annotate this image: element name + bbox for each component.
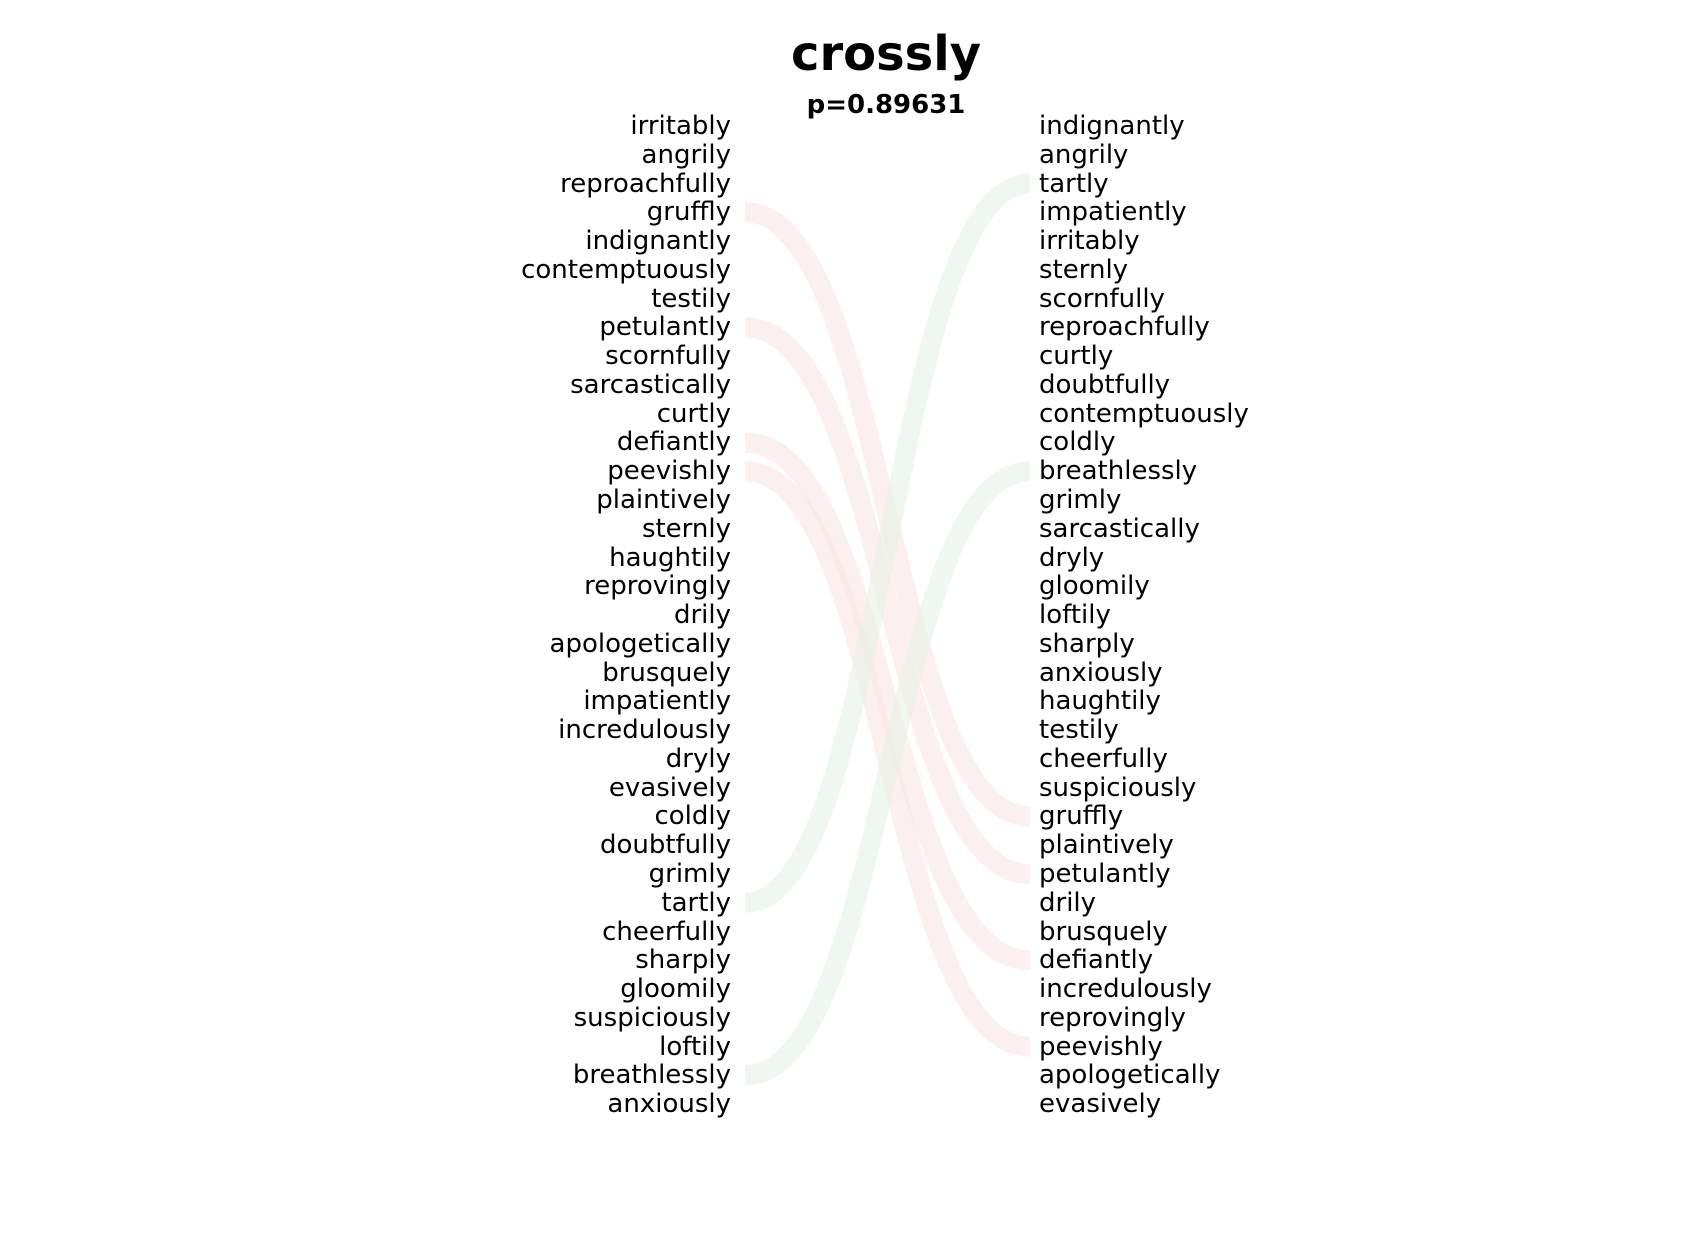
left-word-plaintively: plaintively [596,485,731,515]
right-word-petulantly: petulantly [1039,859,1171,890]
right-word-testily: testily [1039,715,1119,746]
right-word-doubtfully: doubtfully [1039,369,1171,400]
left-word-scornfully: scornfully [605,341,731,372]
left-word-sternly: sternly [641,513,731,544]
left-word-sarcastically: sarcastically [570,369,731,400]
right-word-drily: drily [1039,887,1097,918]
right-word-anxiously: anxiously [1039,657,1163,688]
right-word-coldly: coldly [1039,427,1116,458]
right-word-evasively: evasively [1039,1089,1162,1120]
left-word-gruffly: gruffly [646,197,731,228]
ribbon-defiantly [744,432,1031,971]
left-word-reproachfully: reproachfully [560,168,731,199]
left-word-coldly: coldly [654,801,731,832]
left-word-impatiently: impatiently [583,686,731,717]
left-word-contemptuously: contemptuously [521,254,731,285]
right-word-gloomily: gloomily [1039,571,1150,602]
left-word-peevishly: peevishly [607,456,731,487]
left-word-testily: testily [651,283,731,314]
right-word-reprovingly: reprovingly [1039,1002,1186,1033]
right-word-curtly: curtly [1039,341,1114,372]
left-word-drily: drily [673,600,731,631]
right-word-breathlessly: breathlessly [1039,456,1198,487]
left-word-breathlessly: breathlessly [572,1060,731,1091]
right-word-sternly: sternly [1039,254,1129,285]
left-word-suspiciously: suspiciously [573,1002,731,1033]
left-word-brusquely: brusquely [602,657,731,688]
right-word-irritably: irritably [1039,226,1140,257]
right-word-contemptuously: contemptuously [1039,398,1249,429]
right-word-defiantly: defiantly [1039,945,1154,976]
left-word-evasively: evasively [608,772,731,803]
ribbon-breathlessly [743,461,1032,1086]
left-word-incredulously: incredulously [558,715,731,746]
diagram-title: crossly [791,26,981,82]
right-word-scornfully: scornfully [1039,283,1165,314]
left-word-reprovingly: reprovingly [584,571,731,602]
right-word-cheerfully: cheerfully [1039,743,1168,774]
left-word-grimly: grimly [648,859,731,890]
right-word-impatiently: impatiently [1039,197,1187,228]
left-word-sharply: sharply [635,945,731,976]
right-word-indignantly: indignantly [1039,111,1185,141]
ribbon-petulantly [744,317,1031,885]
right-word-gruffly: gruffly [1039,801,1124,832]
right-word-peevishly: peevishly [1039,1031,1163,1062]
right-word-suspiciously: suspiciously [1039,772,1197,803]
right-word-dryly: dryly [1039,542,1105,573]
right-word-angrily: angrily [1039,139,1129,170]
right-word-haughtily: haughtily [1039,686,1161,717]
left-word-irritably: irritably [630,111,731,141]
left-word-cheerfully: cheerfully [602,916,731,947]
left-word-tartly: tartly [661,887,731,918]
left-word-dryly: dryly [665,743,731,774]
right-word-brusquely: brusquely [1039,916,1168,947]
right-word-loftily: loftily [1039,600,1111,631]
left-word-curtly: curtly [656,398,731,429]
left-word-apologetically: apologetically [549,628,731,659]
diagram-subtitle: p=0.89631 [806,90,966,120]
right-word-tartly: tartly [1039,168,1109,199]
right-word-plaintively: plaintively [1039,830,1174,861]
left-word-defiantly: defiantly [616,427,731,458]
left-word-indignantly: indignantly [585,226,731,257]
right-word-sharply: sharply [1039,628,1135,659]
right-word-grimly: grimly [1039,485,1122,515]
right-word-incredulously: incredulously [1039,974,1212,1005]
right-word-apologetically: apologetically [1039,1060,1221,1091]
left-word-gloomily: gloomily [620,974,731,1005]
ribbon-tartly [743,173,1032,913]
left-word-haughtily: haughtily [609,542,731,573]
left-word-angrily: angrily [641,139,731,170]
left-word-petulantly: petulantly [599,312,731,343]
left-word-doubtfully: doubtfully [599,830,731,861]
left-word-anxiously: anxiously [607,1089,731,1120]
right-word-reproachfully: reproachfully [1039,312,1210,343]
left-word-loftily: loftily [659,1031,731,1062]
right-word-sarcastically: sarcastically [1039,513,1200,544]
